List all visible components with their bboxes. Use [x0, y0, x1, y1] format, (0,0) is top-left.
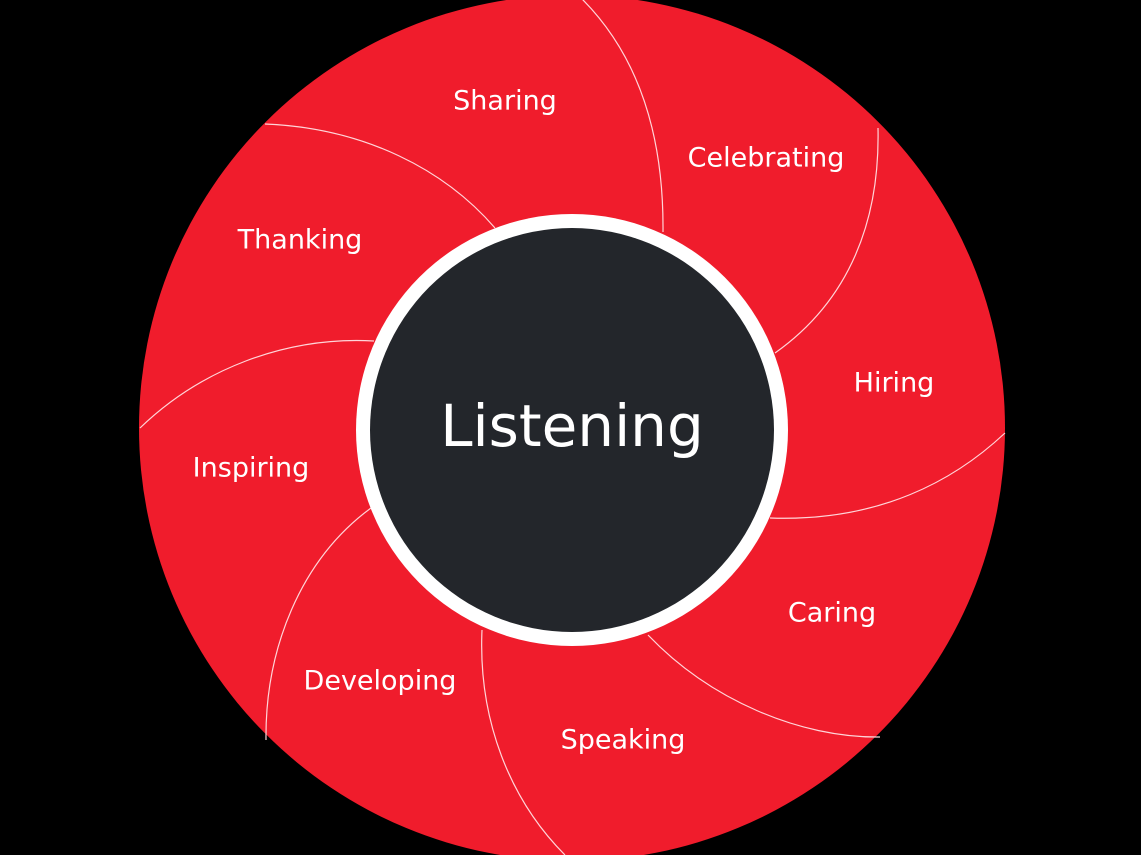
segment-label-celebrating: Celebrating [688, 143, 845, 174]
segment-label-inspiring: Inspiring [193, 453, 310, 484]
segment-label-speaking: Speaking [561, 725, 686, 756]
segment-label-hiring: Hiring [854, 368, 935, 399]
segment-label-sharing: Sharing [453, 86, 557, 117]
divider-caring-speaking [647, 634, 881, 738]
center-label: Listening [440, 392, 704, 460]
center-circle [370, 228, 774, 632]
segment-label-developing: Developing [304, 666, 457, 697]
divider-celebrating-hiring [774, 127, 879, 354]
divider-speaking-developing [481, 629, 566, 855]
divider-hiring-caring [769, 432, 1006, 519]
segment-label-caring: Caring [788, 598, 876, 629]
divider-sharing-celebrating [582, 0, 664, 233]
divider-thanking-sharing [264, 123, 496, 229]
segment-label-thanking: Thanking [237, 225, 363, 256]
segment-dividers [139, 0, 1006, 855]
divider-inspiring-thanking [139, 339, 375, 429]
divider-developing-inspiring [265, 507, 372, 741]
